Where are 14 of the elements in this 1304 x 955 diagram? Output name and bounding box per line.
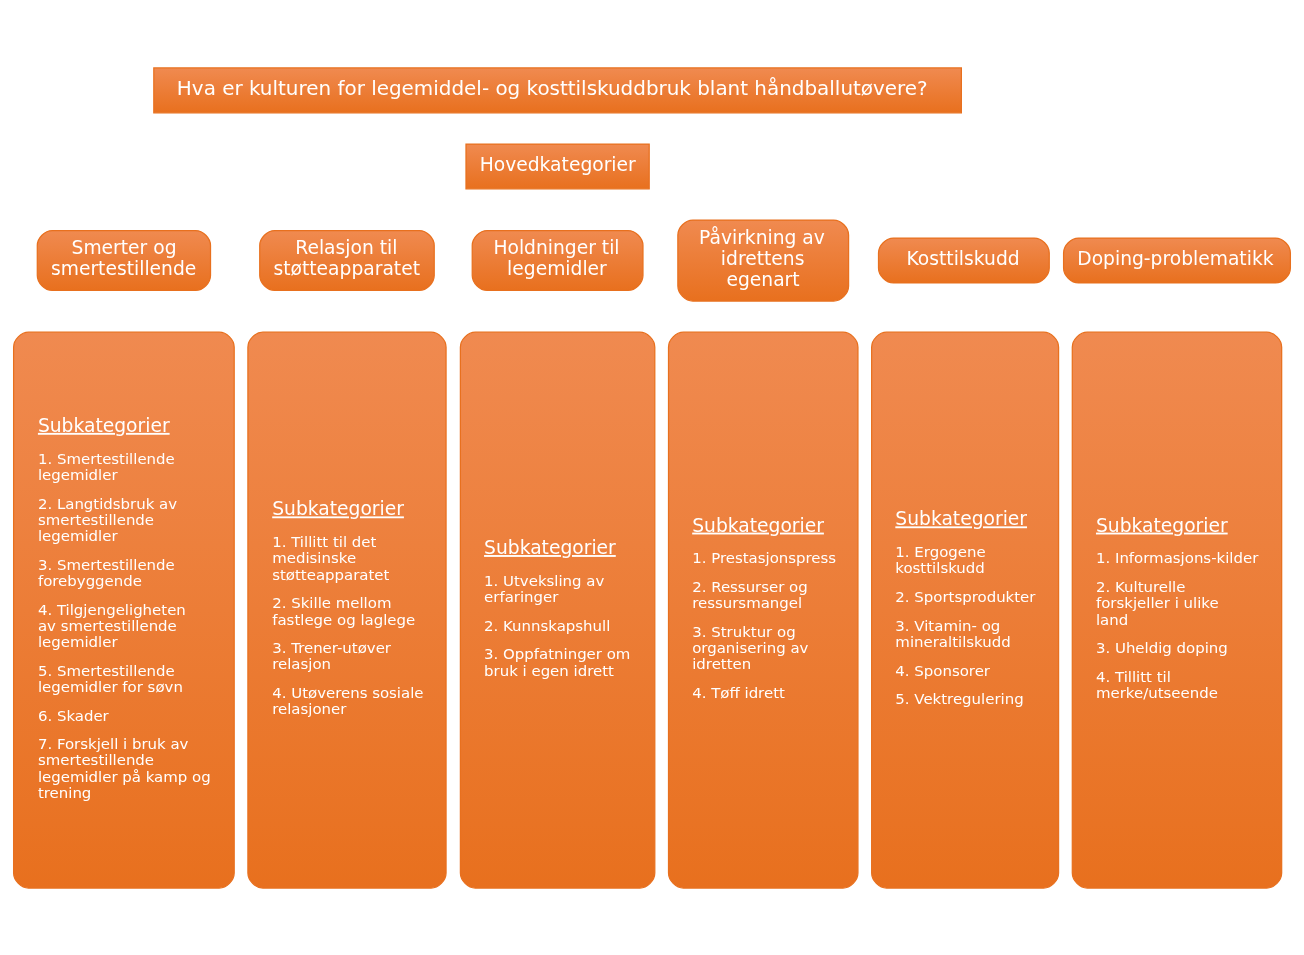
node-box: Subkategorier 1. Tillitt til det medisinske støtteapparatet 2. Skille mellom fastlege og laglege 3. Trener-utøver relasjon 4. Utøverens sosiale relasjoner (247, 331, 447, 889)
node-box: Holdninger til legemidler (471, 229, 644, 291)
node-box: Påvirkning av idrettens egenart (677, 218, 850, 302)
node-box: Subkategorier 1. Ergogene kosttilskudd 2. Sportsprodukter 3. Vitamin- og mineraltilskudd 4. Sponsorer 5. Vektregulering (871, 331, 1060, 889)
node-box: Doping-problematikk (1062, 236, 1291, 284)
node-box: Hva er kulturen for legemiddel- og kosttilskuddbruk blant håndballutøvere? (153, 66, 962, 113)
node-box: Subkategorier 1. Smertestillende legemidler 2. Langtidsbruk av smertestillende legemidler 3. Smertestillende forebyggende 4. Tilgjengeligheten av smertestillende legemidler 5. Smertestillende legemidler for søvn 6. Skader 7. Forskjell i bruk av smertestillende legemidler på kamp og trening (13, 331, 235, 889)
node-box: Kosttilskudd (877, 236, 1050, 284)
node-box: Hovedkategorier (465, 142, 650, 189)
node-box: Relasjon til støtteapparatet (259, 229, 435, 291)
node-box: Subkategorier 1. Informasjons-kilder 2. Kulturelle forskjeller i ulike land 3. Uheldig doping 4. Tillitt til merke/utseende (1071, 331, 1283, 889)
node-box: Subkategorier 1. Prestasjonspress 2. Ressurser og ressursmangel 3. Struktur og organisering av idretten 4. Tøff idrett (667, 331, 859, 889)
node-box: Subkategorier 1. Utveksling av erfaringer 2. Kunnskapshull 3. Oppfatninger om bruk i egen idrett (459, 331, 656, 889)
node-box: Smerter og smertestillende (36, 229, 212, 291)
